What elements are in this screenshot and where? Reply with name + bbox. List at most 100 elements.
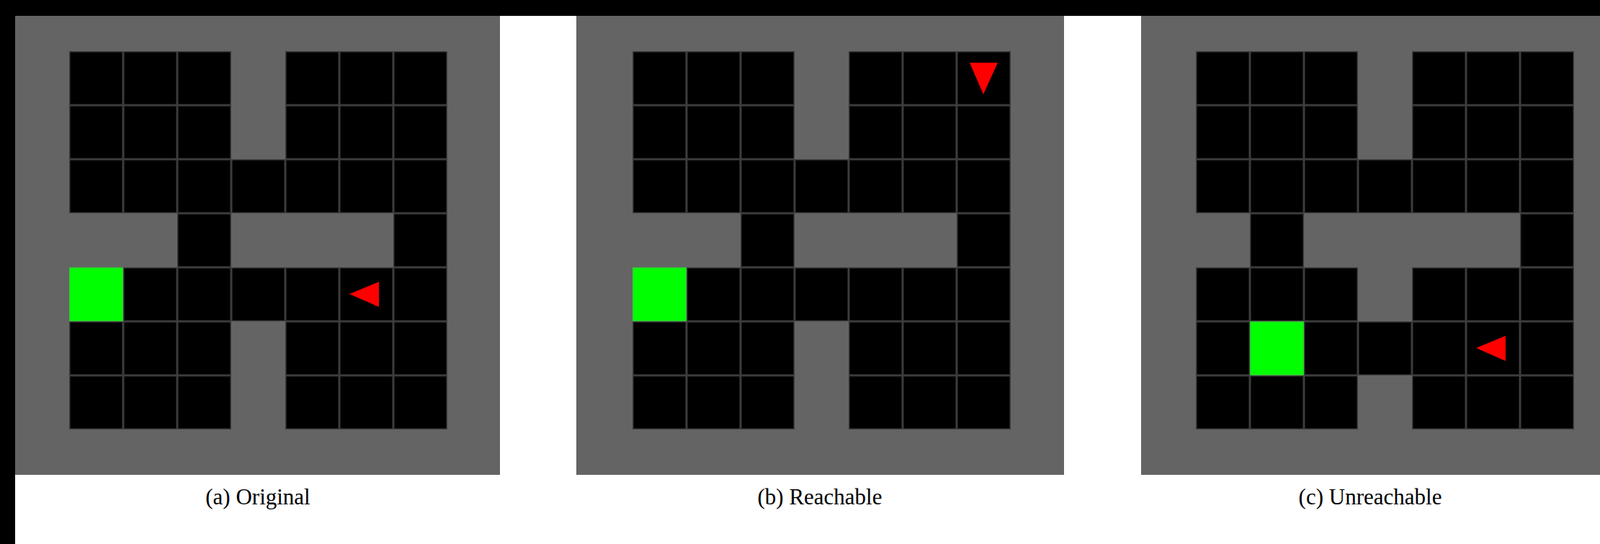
floor-cell <box>1412 267 1467 322</box>
floor-cell <box>849 105 903 160</box>
floor-cell <box>1466 105 1521 160</box>
floor-cell <box>340 159 394 214</box>
floor-cell <box>741 267 795 322</box>
grid-cells <box>69 51 448 430</box>
floor-cell <box>687 376 741 430</box>
floor-cell <box>394 51 448 106</box>
floor-cell <box>1466 376 1521 430</box>
floor-cell <box>903 159 957 214</box>
floor-cell <box>1466 267 1521 322</box>
grid-wall-panel <box>15 0 500 475</box>
floor-cell <box>687 51 741 106</box>
grid-wall-panel <box>576 0 1065 475</box>
floor-cell <box>903 267 957 322</box>
subfigure-caption: (c) Unreachable <box>1298 484 1443 511</box>
floor-cell <box>340 105 394 160</box>
floor-cell <box>633 376 687 430</box>
floor-cell <box>69 105 124 160</box>
floor-cell <box>1304 51 1358 106</box>
floor-cell <box>1358 159 1412 214</box>
floor-cell <box>1520 105 1575 160</box>
floor-cell <box>1412 159 1467 214</box>
floor-cell <box>1196 105 1250 160</box>
floor-cell <box>957 51 1011 106</box>
floor-cell <box>285 51 340 106</box>
floor-cell <box>177 322 232 376</box>
floor-cell <box>177 376 232 430</box>
floor-cell <box>1250 51 1304 106</box>
floor-cell <box>1304 376 1358 430</box>
floor-cell <box>1196 376 1250 430</box>
floor-cell <box>1304 267 1358 322</box>
floor-cell <box>903 376 957 430</box>
floor-cell <box>795 159 849 214</box>
floor-cell <box>123 51 178 106</box>
floor-cell <box>849 376 903 430</box>
floor-cell <box>687 267 741 322</box>
floor-cell <box>1250 213 1304 268</box>
floor-cell <box>1466 51 1521 106</box>
floor-cell <box>340 51 394 106</box>
floor-cell <box>69 322 124 376</box>
floor-cell <box>741 213 795 268</box>
goal-cell <box>1250 322 1304 376</box>
floor-cell <box>231 267 286 322</box>
floor-cell <box>687 105 741 160</box>
subfigure-caption: (a) Original <box>205 484 310 511</box>
left-border-strip <box>0 0 16 544</box>
floor-cell <box>1412 105 1467 160</box>
floor-cell <box>177 51 232 106</box>
floor-cell <box>394 213 448 268</box>
floor-cell <box>1196 267 1250 322</box>
floor-cell <box>394 159 448 214</box>
agent-triangle <box>349 281 379 307</box>
floor-cell <box>1304 159 1358 214</box>
floor-cell <box>177 213 232 268</box>
floor-cell <box>1520 267 1575 322</box>
floor-cell <box>69 376 124 430</box>
floor-cell <box>1466 322 1521 376</box>
floor-cell <box>123 267 178 322</box>
floor-cell <box>741 159 795 214</box>
floor-cell <box>231 159 286 214</box>
floor-cell <box>1412 51 1467 106</box>
floor-cell <box>340 376 394 430</box>
floor-cell <box>1250 159 1304 214</box>
floor-cell <box>957 267 1011 322</box>
floor-cell <box>340 267 394 322</box>
floor-cell <box>1304 105 1358 160</box>
floor-cell <box>394 267 448 322</box>
floor-cell <box>633 51 687 106</box>
floor-cell <box>1250 267 1304 322</box>
floor-cell <box>1358 322 1412 376</box>
floor-cell <box>285 267 340 322</box>
floor-cell <box>957 376 1011 430</box>
floor-cell <box>849 51 903 106</box>
floor-cell <box>1520 51 1575 106</box>
floor-cell <box>69 159 124 214</box>
floor-cell <box>687 322 741 376</box>
floor-cell <box>394 376 448 430</box>
floor-cell <box>687 159 741 214</box>
floor-cell <box>903 51 957 106</box>
agent-triangle <box>969 62 998 95</box>
floor-cell <box>1520 213 1575 268</box>
floor-cell <box>1520 376 1575 430</box>
floor-cell <box>741 376 795 430</box>
floor-cell <box>741 322 795 376</box>
floor-cell <box>1412 322 1467 376</box>
floor-cell <box>633 105 687 160</box>
goal-cell <box>69 267 124 322</box>
floor-cell <box>1196 159 1250 214</box>
floor-cell <box>1520 159 1575 214</box>
floor-cell <box>903 322 957 376</box>
floor-cell <box>957 159 1011 214</box>
floor-cell <box>285 376 340 430</box>
floor-cell <box>849 159 903 214</box>
floor-cell <box>1196 322 1250 376</box>
floor-cell <box>123 159 178 214</box>
floor-cell <box>795 267 849 322</box>
floor-cell <box>633 159 687 214</box>
